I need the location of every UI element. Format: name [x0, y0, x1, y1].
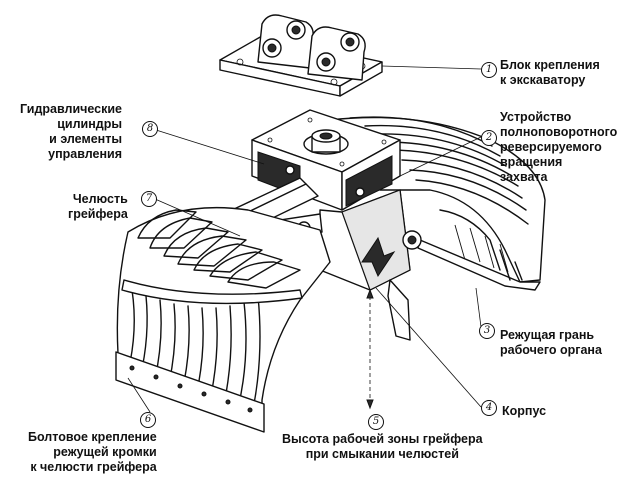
label-jaw: Челюсть грейфера [68, 192, 128, 221]
left-jaw [115, 206, 331, 433]
rotator-housing [251, 109, 422, 341]
label-housing: Корпус [502, 404, 547, 418]
label-mounting-block: Блок крепления к экскаватору [500, 58, 600, 87]
label-rotator: Устройство полноповоротного реверсируемо… [500, 110, 618, 184]
callout-6: 6 [140, 412, 156, 428]
label-bolted-edge: Болтовое крепление режущей кромки к челю… [28, 430, 157, 474]
callout-3: 3 [479, 323, 495, 339]
callout-4: 4 [481, 400, 497, 416]
callout-8: 8 [142, 121, 158, 137]
callout-7: 7 [141, 191, 157, 207]
label-cutting-face: Режущая грань рабочего органа [500, 328, 602, 357]
label-hydraulics: Гидравлические цилиндры и элементы управ… [20, 102, 123, 161]
callout-1: 1 [481, 62, 497, 78]
leader-lines [127, 65, 482, 413]
label-working-height: Высота рабочей зоны грейфера при смыкани… [282, 432, 483, 461]
callout-2: 2 [481, 130, 497, 146]
mounting-bracket [219, 14, 383, 97]
callout-5: 5 [368, 414, 384, 430]
